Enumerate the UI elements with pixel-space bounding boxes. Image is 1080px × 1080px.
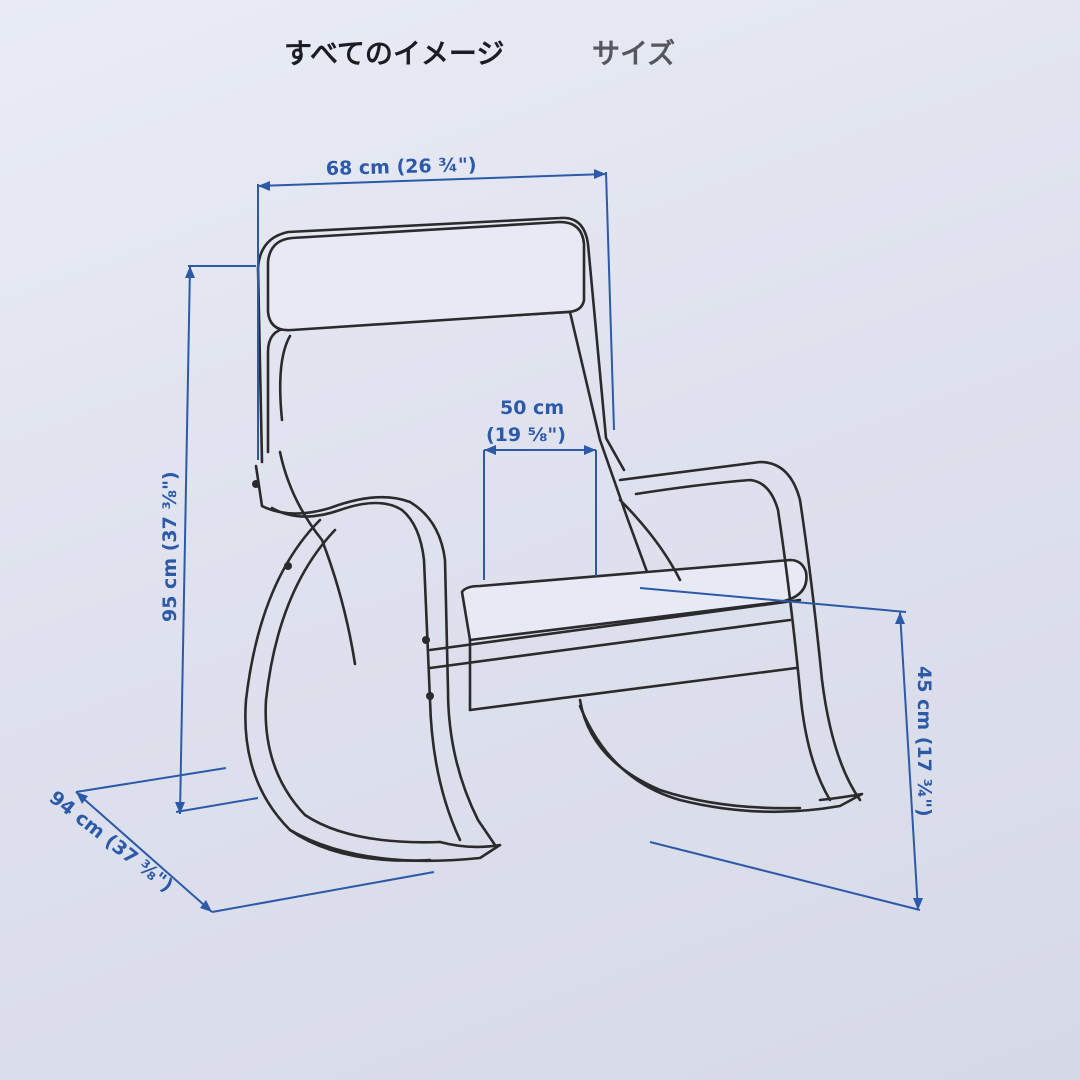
left-armrest-frame [254,464,497,847]
frame-rivet [252,480,260,488]
arrowhead [76,792,88,804]
width-label: 68 cm (26 ¾") [326,154,477,180]
seat-cushion [460,558,808,642]
width-extension-right [605,171,615,431]
arrowhead [584,445,596,455]
tab-all-images[interactable]: すべてのイメージ [284,37,505,70]
back-cushion [266,310,652,582]
dimension-lines [75,169,923,913]
arrowhead [175,802,185,814]
headrest [266,220,586,332]
left-frame-loop-inner [264,528,442,844]
depth-dimension-line [75,791,213,913]
width-dimension-line [257,173,607,187]
height-dimension-line [179,265,191,815]
right-runner [578,704,864,814]
right-armrest-inner [634,478,832,802]
frame-rivet [422,636,430,644]
arrowhead [484,445,496,455]
arrowhead [200,900,212,912]
back-cushion-side [278,450,357,666]
depth-extension-front [211,871,435,913]
arrowhead [895,612,905,624]
seat-height-dimension-line [899,611,919,911]
right-armrest-frame [618,460,862,802]
arrowhead [913,898,923,910]
height-label: 95 cm (37 ⅜") [159,471,181,622]
back-frame [256,216,626,472]
tab-size[interactable]: サイズ [592,37,676,70]
seat-width-label-cm: 50 cm [500,397,564,419]
right-frame-loop [578,498,802,810]
image-tabs: すべてのイメージ サイズ [0,34,1080,78]
arrowhead [185,266,195,278]
seat-height-extension-top [639,587,907,613]
left-armrest-inner [270,501,462,842]
depth-extension-back [75,767,227,793]
seat-height-extension-bottom [649,841,921,911]
seat-width-label-in: (19 ⅝") [486,424,566,446]
arrowhead [594,169,606,179]
height-extension-bottom [175,797,259,813]
frame-rivet [426,692,434,700]
depth-label: 94 cm (37 ⅜") [45,787,177,897]
rocking-chair-illustration [244,216,864,863]
left-frame-loop [244,518,432,862]
arrowhead [258,181,270,191]
seat-height-label: 45 cm (17 ¾") [913,666,935,817]
frame-rivet [284,562,292,570]
back-cushion-fold [278,334,292,422]
seat-frame-front [428,598,802,712]
left-runner [288,828,502,863]
